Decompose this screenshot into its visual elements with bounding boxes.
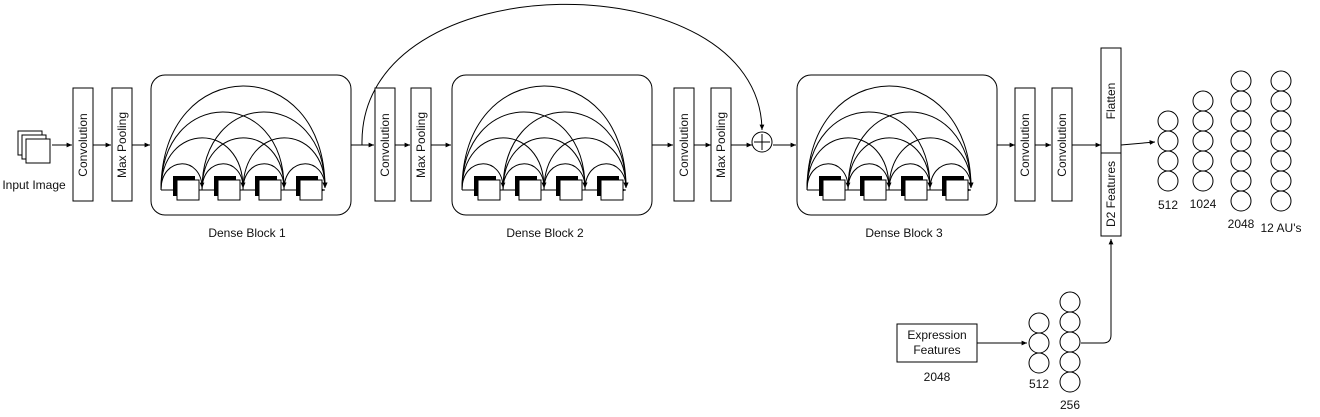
svg-text:Convolution: Convolution [1055, 113, 1069, 176]
dense-layer-cube-icon [597, 176, 624, 201]
neuron-node [1157, 150, 1179, 172]
head-fc-2048: 2048 [1228, 70, 1255, 231]
neuron-node [1230, 190, 1252, 212]
expr-fc-256-label: 256 [1060, 398, 1080, 412]
neuron-node [1192, 170, 1214, 192]
svg-text:Max Pooling: Max Pooling [714, 112, 728, 178]
conv-layer-5: Convolution [1051, 87, 1073, 202]
neuron-node [1270, 190, 1292, 212]
pipeline-arrows [52, 140, 1156, 148]
svg-text:Flatten: Flatten [1104, 83, 1118, 120]
head-fc-2048-label: 2048 [1228, 217, 1255, 231]
neuron-node [1028, 332, 1050, 354]
head-fc-512: 512 [1157, 110, 1179, 212]
expr-fc-512: 512 [1028, 312, 1050, 391]
expression-arrows [977, 239, 1114, 346]
head-fc-1024: 1024 [1190, 90, 1217, 211]
maxpool-layer-2: Max Pooling [410, 87, 432, 202]
svg-text:D2 Features: D2 Features [1104, 161, 1118, 227]
input-image-icon [17, 130, 51, 164]
dense-block-2-label: Dense Block 2 [506, 226, 584, 240]
neuron-node [1270, 150, 1292, 172]
dense-layer-cube-icon [214, 176, 241, 201]
neuron-node [1270, 170, 1292, 192]
dense-block-3-label: Dense Block 3 [865, 226, 943, 240]
head-fc-512-label: 512 [1158, 198, 1178, 212]
fully-connected-layers: 512 256 512 1024 2048 12 AU's [1028, 70, 1302, 412]
neuron-node [1230, 90, 1252, 112]
maxpool-layer-3: Max Pooling [710, 87, 732, 202]
flatten-layer: Flatten [1100, 47, 1122, 154]
svg-text:Convolution: Convolution [76, 113, 90, 176]
dense-layer-cube-icon [860, 176, 887, 201]
neuron-node [1028, 312, 1050, 334]
dense-block-3 [796, 74, 998, 216]
svg-text:Max Pooling: Max Pooling [115, 112, 129, 178]
conv-layer-4: Convolution [1014, 87, 1036, 202]
dense-block-1-label: Dense Block 1 [208, 226, 286, 240]
neuron-node [1059, 311, 1081, 333]
neuron-node [1230, 130, 1252, 152]
neuron-node [1270, 90, 1292, 112]
expression-features-size: 2048 [924, 370, 951, 384]
neuron-node [1059, 291, 1081, 313]
neuron-node [1192, 150, 1214, 172]
neuron-node [1270, 110, 1292, 132]
dense-layer-cube-icon [296, 176, 323, 201]
neuron-node [1028, 352, 1050, 374]
svg-text:Max Pooling: Max Pooling [414, 112, 428, 178]
dense-layer-cube-icon [942, 176, 969, 201]
neuron-node [1059, 351, 1081, 373]
expression-features-box: Expression Features [896, 323, 978, 363]
neuron-node [1230, 170, 1252, 192]
expr-fc-256: 256 [1059, 291, 1081, 412]
dense-layer-cube-icon [556, 176, 583, 201]
svg-text:Convolution: Convolution [677, 113, 691, 176]
svg-text:Features: Features [913, 343, 960, 357]
neuron-node [1192, 90, 1214, 112]
dense-layer-cube-icon [255, 176, 282, 201]
neuron-node [1270, 130, 1292, 152]
skip-connection-arrow [361, 3, 765, 146]
dense-connection-arcs [806, 85, 974, 193]
head-fc-12aus-label: 12 AU's [1261, 221, 1302, 235]
neuron-node [1059, 371, 1081, 393]
neuron-node [1157, 170, 1179, 192]
dense-connection-arcs [461, 85, 629, 193]
dense-layer-cube-icon [819, 176, 846, 201]
head-fc-1024-label: 1024 [1190, 197, 1217, 211]
neuron-node [1059, 331, 1081, 353]
dense-layer-cube-icon [515, 176, 542, 201]
add-operation-icon [751, 131, 773, 153]
svg-text:Convolution: Convolution [378, 113, 392, 176]
conv-layer-3: Convolution [673, 87, 695, 202]
head-fc-12aus: 12 AU's [1261, 70, 1302, 235]
dense-layer-cube-icon [474, 176, 501, 201]
neuron-node [1270, 70, 1292, 92]
neuron-node [1230, 110, 1252, 132]
neuron-node [1192, 110, 1214, 132]
neuron-node [1230, 150, 1252, 172]
expr-fc-512-label: 512 [1029, 377, 1049, 391]
neuron-node [1230, 70, 1252, 92]
neuron-node [1157, 130, 1179, 152]
dense-layer-cube-icon [173, 176, 200, 201]
svg-text:Convolution: Convolution [1018, 113, 1032, 176]
svg-text:Expression: Expression [907, 328, 966, 342]
input-image-label: Input Image [2, 178, 66, 192]
conv-layer-2: Convolution [374, 87, 396, 202]
conv-layer-1: Convolution [72, 87, 94, 202]
dense-block-2 [451, 74, 653, 216]
dense-block-1 [150, 74, 352, 216]
maxpool-layer-1: Max Pooling [111, 87, 133, 202]
neuron-node [1157, 110, 1179, 132]
d2-features-layer: D2 Features [1100, 152, 1122, 237]
dense-layer-cube-icon [901, 176, 928, 201]
neuron-node [1192, 130, 1214, 152]
